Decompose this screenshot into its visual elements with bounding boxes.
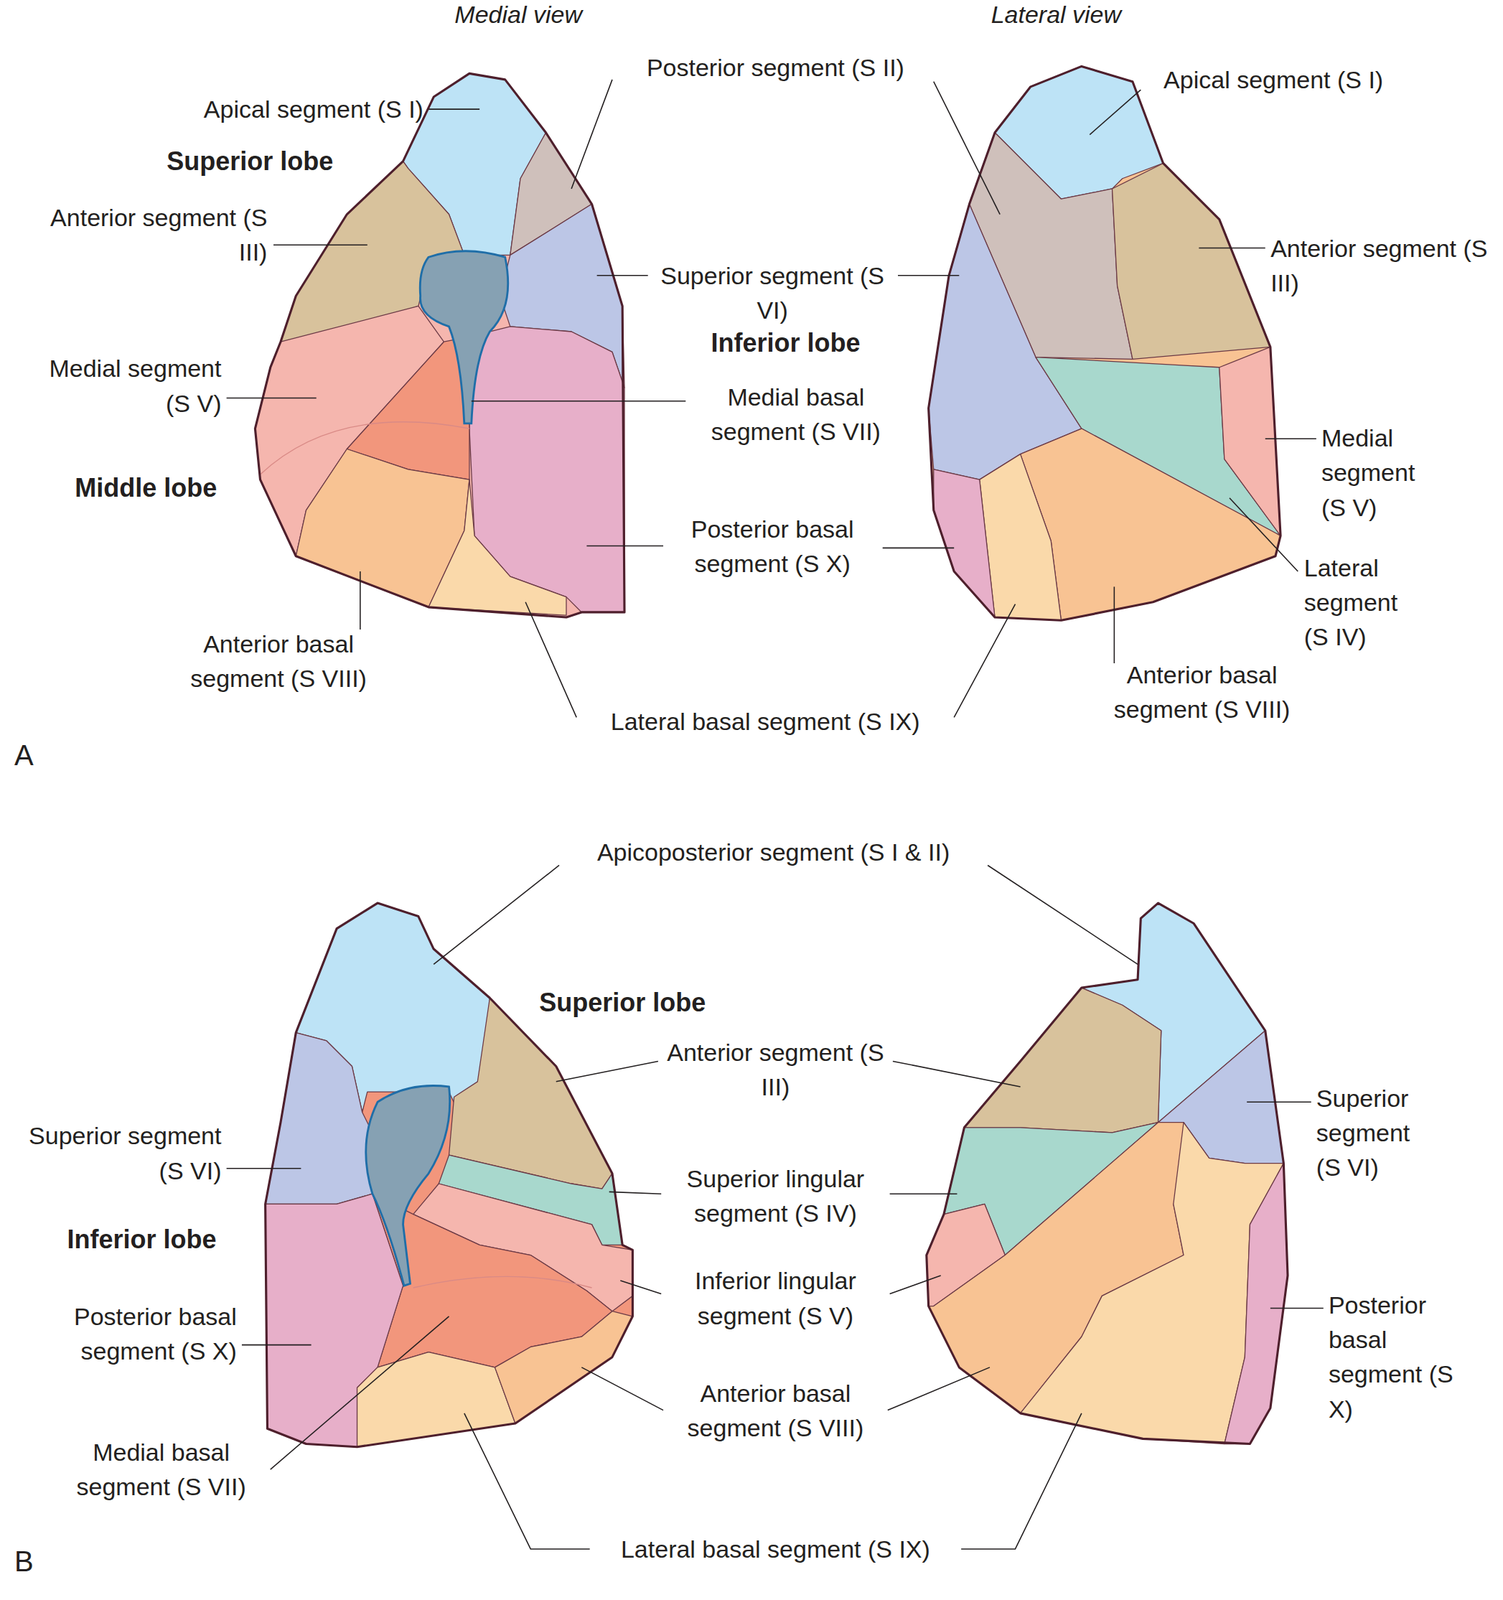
leader-line xyxy=(987,864,1138,964)
view-title: Lateral view xyxy=(991,0,1122,32)
lung-segment xyxy=(428,479,567,616)
leader-line xyxy=(897,274,959,277)
leader-line xyxy=(953,604,1015,718)
surface-line xyxy=(413,1276,593,1288)
lung-hilum xyxy=(419,251,509,424)
segment-label: Superior segment (S VI) xyxy=(1316,1080,1440,1186)
leader-line xyxy=(270,1316,450,1470)
lung-ground xyxy=(926,902,1288,1444)
segment-label: Anterior basal segment (S VIII) xyxy=(666,1375,886,1445)
lobe-label: Middle lobe xyxy=(74,469,217,507)
leader-line xyxy=(556,1060,659,1081)
lobe-label: Inferior lobe xyxy=(711,324,861,362)
leader-line xyxy=(892,1060,1021,1087)
leader-line xyxy=(571,79,613,189)
lung-segment xyxy=(357,1352,516,1448)
leader-line xyxy=(1246,1101,1312,1103)
segment-label: Inferior lingular segment (S V) xyxy=(666,1263,886,1333)
leader-line xyxy=(1229,498,1298,572)
segment-label: Apical segment (S I) xyxy=(1163,62,1384,97)
lobe-label: Superior lobe xyxy=(166,142,334,180)
leader-line xyxy=(1089,89,1141,135)
segment-label: Lateral basal segment (S IX) xyxy=(620,1531,931,1567)
leader-line xyxy=(241,1344,312,1346)
leader-line xyxy=(597,274,649,277)
segment-label: Medial basal segment (S VII) xyxy=(689,379,904,450)
panel-letter: A xyxy=(14,734,34,776)
leader-line xyxy=(226,397,317,400)
leader-line xyxy=(620,1280,662,1294)
leader-line xyxy=(428,108,480,110)
segment-label: Lateral segment (S IV) xyxy=(1304,549,1422,654)
leader-line xyxy=(890,1192,958,1195)
lung-outline xyxy=(265,902,634,1448)
segment-label: Posterior basal segment (S X) xyxy=(665,511,880,581)
lung-segment xyxy=(1020,428,1281,621)
leader-line xyxy=(1270,1307,1324,1310)
leader-line xyxy=(1265,437,1317,440)
segment-label: Posterior segment (S II) xyxy=(646,50,905,85)
leader-line xyxy=(226,1167,302,1170)
segment-label: Lateral basal segment (S IX) xyxy=(610,704,921,739)
leader-line xyxy=(433,864,560,964)
leader-line xyxy=(961,1413,1082,1549)
lung-outline xyxy=(926,902,1288,1444)
segment-label: Posterior basal segment (S X) xyxy=(27,1299,237,1369)
leader-line xyxy=(581,1367,664,1411)
segment-label: Medial segment (S V) xyxy=(1321,420,1439,525)
leader-line xyxy=(525,602,577,718)
segment-label: Superior segment (S VI) xyxy=(12,1118,222,1188)
lung-segment xyxy=(933,469,995,618)
lung-segment xyxy=(494,1311,633,1424)
leader-line xyxy=(609,1191,662,1194)
lung-segment xyxy=(449,997,613,1189)
leader-line xyxy=(890,1275,941,1295)
leader-line xyxy=(359,571,362,630)
leader-line xyxy=(464,1413,591,1549)
view-title: Medial view xyxy=(454,0,583,32)
segment-label: Apicoposterior segment (S I & II) xyxy=(597,834,950,870)
panel-letter: B xyxy=(14,1541,34,1582)
leader-line xyxy=(882,547,955,550)
segment-label: Anterior segment (S III) xyxy=(1270,230,1501,301)
segment-label: Superior lingular segment (S IV) xyxy=(666,1161,886,1231)
segment-label: Superior segment (S VI) xyxy=(652,258,893,329)
leader-line xyxy=(1113,586,1116,664)
lung-outline xyxy=(928,66,1281,621)
leader-line xyxy=(586,545,664,547)
segment-label: Posterior basal segment (S X) xyxy=(1328,1287,1457,1427)
segment-label: Anterior basal segment (S VIII) xyxy=(1092,657,1313,728)
segment-label: Apical segment (S I) xyxy=(203,91,424,127)
leader-line xyxy=(887,1367,990,1411)
segment-label: Anterior segment (S III) xyxy=(660,1035,891,1105)
lung-ground xyxy=(265,902,634,1448)
lobe-label: Inferior lobe xyxy=(67,1221,217,1259)
segment-label: Medial basal segment (S VII) xyxy=(51,1434,272,1505)
surface-line xyxy=(260,422,470,475)
segment-label: Anterior segment (S III) xyxy=(38,200,268,270)
leader-line xyxy=(933,81,1000,215)
lung-segment xyxy=(1224,1163,1288,1445)
lung-ground xyxy=(928,66,1281,621)
lung-hilum xyxy=(366,1085,451,1287)
leader-line xyxy=(273,244,368,246)
segment-label: Anterior basal segment (S VIII) xyxy=(168,626,389,697)
leader-line xyxy=(471,400,687,402)
segment-label: Medial segment (S V) xyxy=(27,350,222,421)
lobe-label: Superior lobe xyxy=(539,984,706,1022)
leader-line xyxy=(1198,247,1265,250)
